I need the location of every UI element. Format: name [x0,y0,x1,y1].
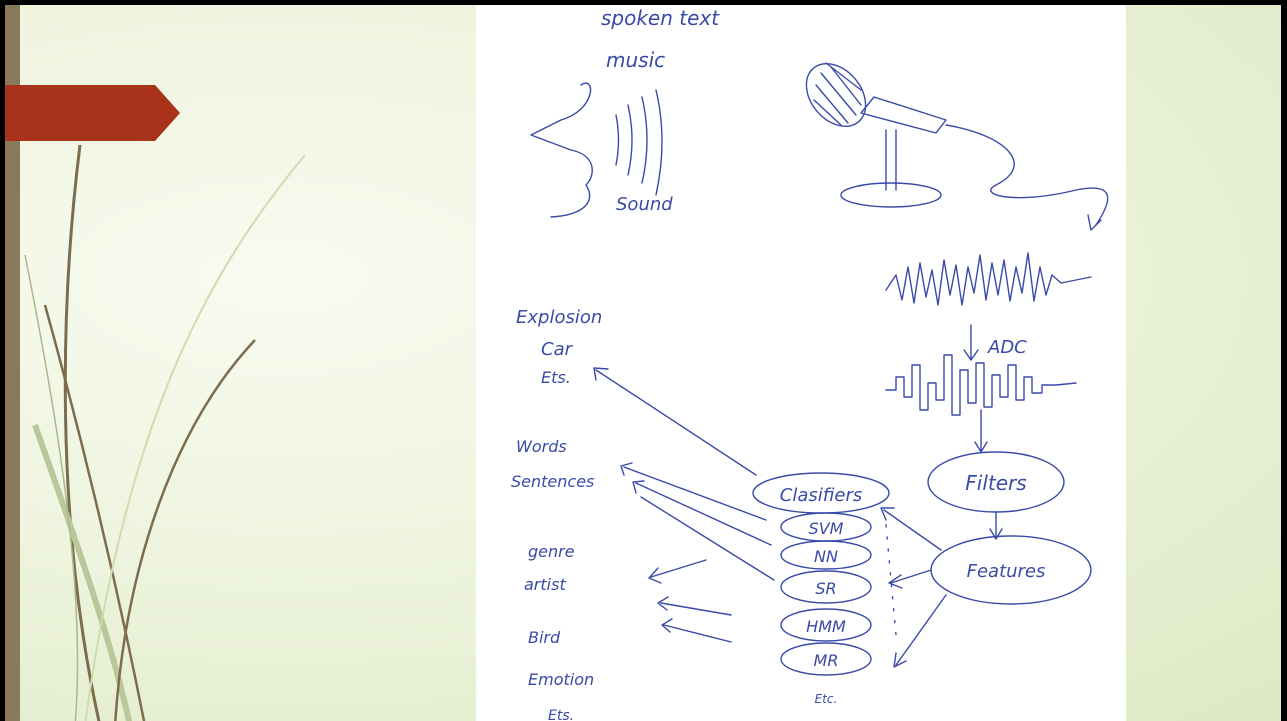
analog-waveform [885,252,1092,306]
sketch-drawing: spoken text music Sound ADC [511,6,1109,721]
method-node-nn [780,540,872,570]
classifiers-label: Clasifiers [780,485,862,506]
decorative-curves [24,144,306,721]
method-label-svm: SVM [809,519,844,538]
output-words: Words [516,437,567,456]
method-label-hmm: HMM [806,617,846,636]
output-emotion: Emotion [528,670,594,689]
digital-waveform [885,354,1077,416]
method-node-mr [780,642,872,676]
output-car: Car [541,339,574,360]
output-sentences: Sentences [511,472,594,491]
sound-label: Sound [616,194,673,215]
method-label-sr: SR [815,579,836,598]
arrow-classifiers-to-explosion [593,367,757,476]
output-bird: Bird [528,628,561,647]
red-pentagon-accent [5,85,180,141]
adc-arrow [963,324,979,361]
arrow-to-genre [648,559,707,584]
method-node-sr [780,570,872,604]
arrow-features-to-mr [893,594,947,668]
sound-line-2: music [606,48,665,72]
arrows-to-words [620,462,775,581]
output-artist: artist [524,575,566,594]
arrow-features-to-classifiers [880,507,942,551]
methods-etc-label: Etc. [815,692,838,706]
sketch-image: spoken text music Sound ADC [476,5,1126,721]
filters-label: Filters [965,471,1026,495]
deco-curve-4 [84,154,306,721]
deco-curve-5 [114,339,256,721]
method-label-mr: MR [814,651,839,670]
arrow-to-filters [974,409,988,453]
deco-curve-6 [24,254,79,721]
method-node-hmm [780,608,872,642]
deco-curve-3 [32,423,132,721]
adc-label: ADC [987,337,1027,358]
output-explosion: Explosion [516,307,602,328]
arrow-to-features [989,511,1003,540]
arrow-to-bird-2 [661,618,732,643]
output-genre: genre [528,542,575,561]
deco-curve-2 [43,304,146,721]
mouth-sketch [530,82,593,218]
arrow-features-to-sr [888,569,932,589]
microphone-icon [805,62,1109,231]
features-label: Features [967,561,1046,582]
sound-line-1: spoken text [601,6,720,30]
sound-waves-sketch [615,89,663,196]
output-ets-1: Ets. [541,368,571,387]
arrow-to-bird-1 [657,596,732,616]
deco-curve-1 [63,144,101,721]
left-sidebar-stripe [5,5,20,721]
output-ets-2: Ets. [548,708,574,721]
method-label-nn: NN [814,547,838,566]
